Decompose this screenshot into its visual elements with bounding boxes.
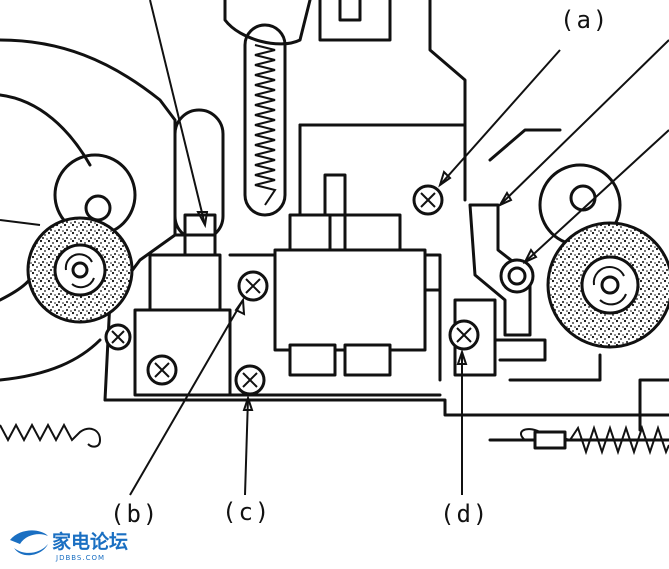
right-coil-spring xyxy=(520,424,669,456)
left-coil-spring xyxy=(0,422,102,448)
left-reel xyxy=(26,153,137,324)
screw-c xyxy=(234,364,266,396)
watermark-swoosh-icon xyxy=(10,530,48,556)
screw-d xyxy=(448,319,480,351)
label-a: (a) xyxy=(560,6,609,34)
right-reel xyxy=(538,163,669,349)
screw-a xyxy=(412,184,444,216)
watermark-logo: 家电论坛 JDBBS.COM xyxy=(10,530,128,562)
watermark-subtitle: JDBBS.COM xyxy=(55,554,105,562)
screw-b xyxy=(237,270,269,302)
label-d: (d) xyxy=(440,500,489,528)
head-assembly xyxy=(228,173,442,397)
screw-left-upper xyxy=(104,323,132,351)
label-b: (b) xyxy=(110,500,159,528)
tension-spring-vertical xyxy=(243,23,287,217)
left-pinch-block xyxy=(133,233,232,397)
chassis-outline xyxy=(0,0,669,442)
leader-lines xyxy=(0,0,669,496)
label-c: (c) xyxy=(222,498,271,526)
screw-left-lower xyxy=(146,354,178,386)
watermark-title: 家电论坛 xyxy=(52,530,128,553)
